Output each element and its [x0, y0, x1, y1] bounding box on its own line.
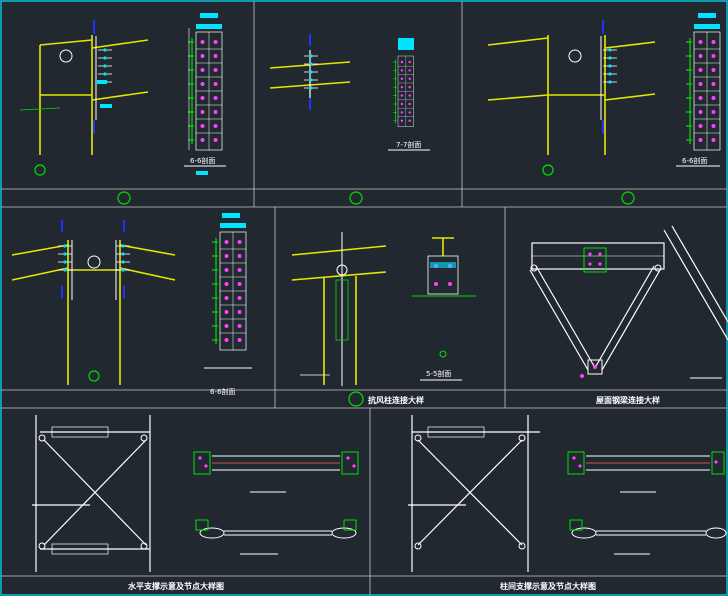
panel-3-beam-column-joint: 6-6剖面 [487, 13, 721, 205]
p7-title: 水平支撑示意及节点大样图 [127, 581, 224, 591]
panel-1-beam-column-joint: 6-6剖面 [19, 13, 226, 205]
p2-section-label: 7-7剖面 [396, 140, 421, 149]
panel-6-roof-beam-joint: 屋面钢梁连接大样 [529, 225, 728, 405]
p4-section-label: 6-6剖面 [210, 387, 235, 396]
p3-section-label: 6-6剖面 [682, 156, 707, 165]
panel-7-horizontal-bracing: 水平支撑示意及节点大样图 [32, 415, 359, 591]
p5-section-label: 5-5剖面 [426, 369, 451, 378]
panel-4-ridge-joint: 6-6剖面 [11, 213, 252, 396]
p6-title: 屋面钢梁连接大样 [596, 395, 660, 405]
p5-title: 抗风柱连接大样 [368, 395, 424, 405]
panel-8-column-bracing: 柱间支撑示意及节点大样图 [408, 415, 727, 591]
p8-title: 柱间支撑示意及节点大样图 [500, 581, 596, 591]
panel-2-beam-splice: 7-7剖面 [269, 34, 430, 205]
p1-section-label: 6-6剖面 [190, 156, 215, 165]
panel-5-windresist-column: 5-5剖面 抗风柱连接大样 [291, 232, 476, 407]
